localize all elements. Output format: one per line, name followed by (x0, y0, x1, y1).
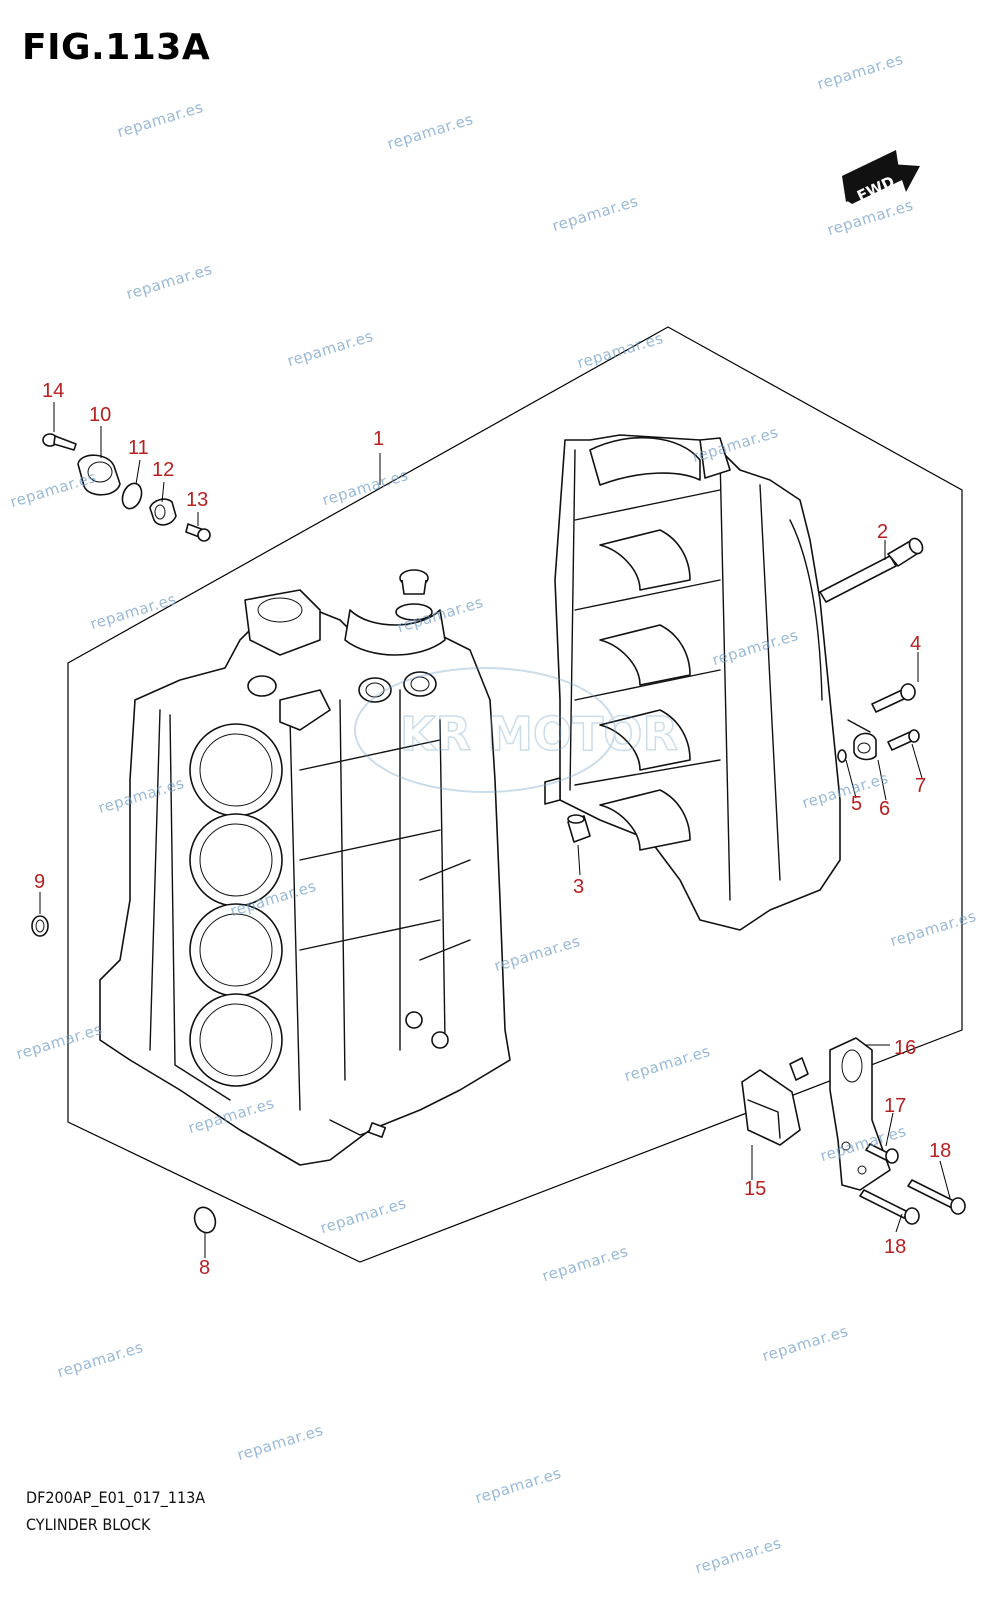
callout-10: 10 (89, 404, 111, 426)
callout-14: 14 (42, 380, 64, 402)
callout-8: 8 (199, 1257, 210, 1279)
figure-title: FIG.113A (22, 27, 211, 68)
cap-10-drawing (77, 454, 121, 496)
callout-18-lower: 18 (884, 1236, 906, 1258)
bushing-12-drawing (149, 498, 177, 526)
callout-5: 5 (851, 793, 862, 815)
callout-17: 17 (884, 1095, 906, 1117)
callout-7: 7 (915, 775, 926, 797)
bolt-7-drawing (887, 729, 920, 751)
bolt-17-drawing (865, 1143, 899, 1164)
svg-text:KR MOTOR: KR MOTOR (400, 707, 678, 761)
cylinder-block-drawing (99, 589, 511, 1166)
dowel-3-drawing (567, 814, 591, 843)
callout-16: 16 (894, 1037, 916, 1059)
callout-labels: 1 2 3 4 5 6 7 8 9 10 11 12 13 14 15 16 1… (34, 380, 951, 1279)
callout-3: 3 (573, 876, 584, 898)
model-code: DF200AP_E01_017_113A (26, 1488, 206, 1507)
callout-1: 1 (373, 428, 384, 450)
callout-4: 4 (910, 633, 921, 655)
seal-9-drawing (31, 915, 49, 937)
leader-lines (39, 402, 951, 1258)
assembly-frame (67, 326, 963, 1263)
stud-bolt-2-drawing (819, 537, 924, 603)
bracket-15-drawing (741, 1057, 809, 1146)
callout-9: 9 (34, 871, 45, 893)
callout-18-upper: 18 (929, 1140, 951, 1162)
motor-logo-watermark: KR MOTOR (354, 667, 679, 793)
callout-2: 2 (877, 521, 888, 543)
callout-15: 15 (744, 1178, 766, 1200)
bolt-18-lower-drawing (859, 1189, 920, 1225)
bolt-18-upper-drawing (907, 1179, 966, 1215)
plug-drawing (395, 569, 433, 621)
bolt-14-drawing (42, 433, 77, 451)
fwd-arrow-icon: FWD (842, 150, 920, 205)
fitting-6-drawing (847, 719, 877, 761)
callout-12: 12 (152, 459, 174, 481)
callout-11: 11 (128, 437, 149, 459)
screw-13-drawing (185, 523, 211, 542)
o-ring-11-icon (121, 482, 143, 510)
crankcase-drawing (544, 434, 841, 931)
bolt-4-drawing (871, 683, 916, 713)
figure-caption: CYLINDER BLOCK (26, 1515, 151, 1534)
callout-6: 6 (879, 798, 890, 820)
o-ring-5-icon (837, 749, 847, 763)
callout-13: 13 (186, 489, 208, 511)
o-ring-8-icon (193, 1206, 217, 1234)
